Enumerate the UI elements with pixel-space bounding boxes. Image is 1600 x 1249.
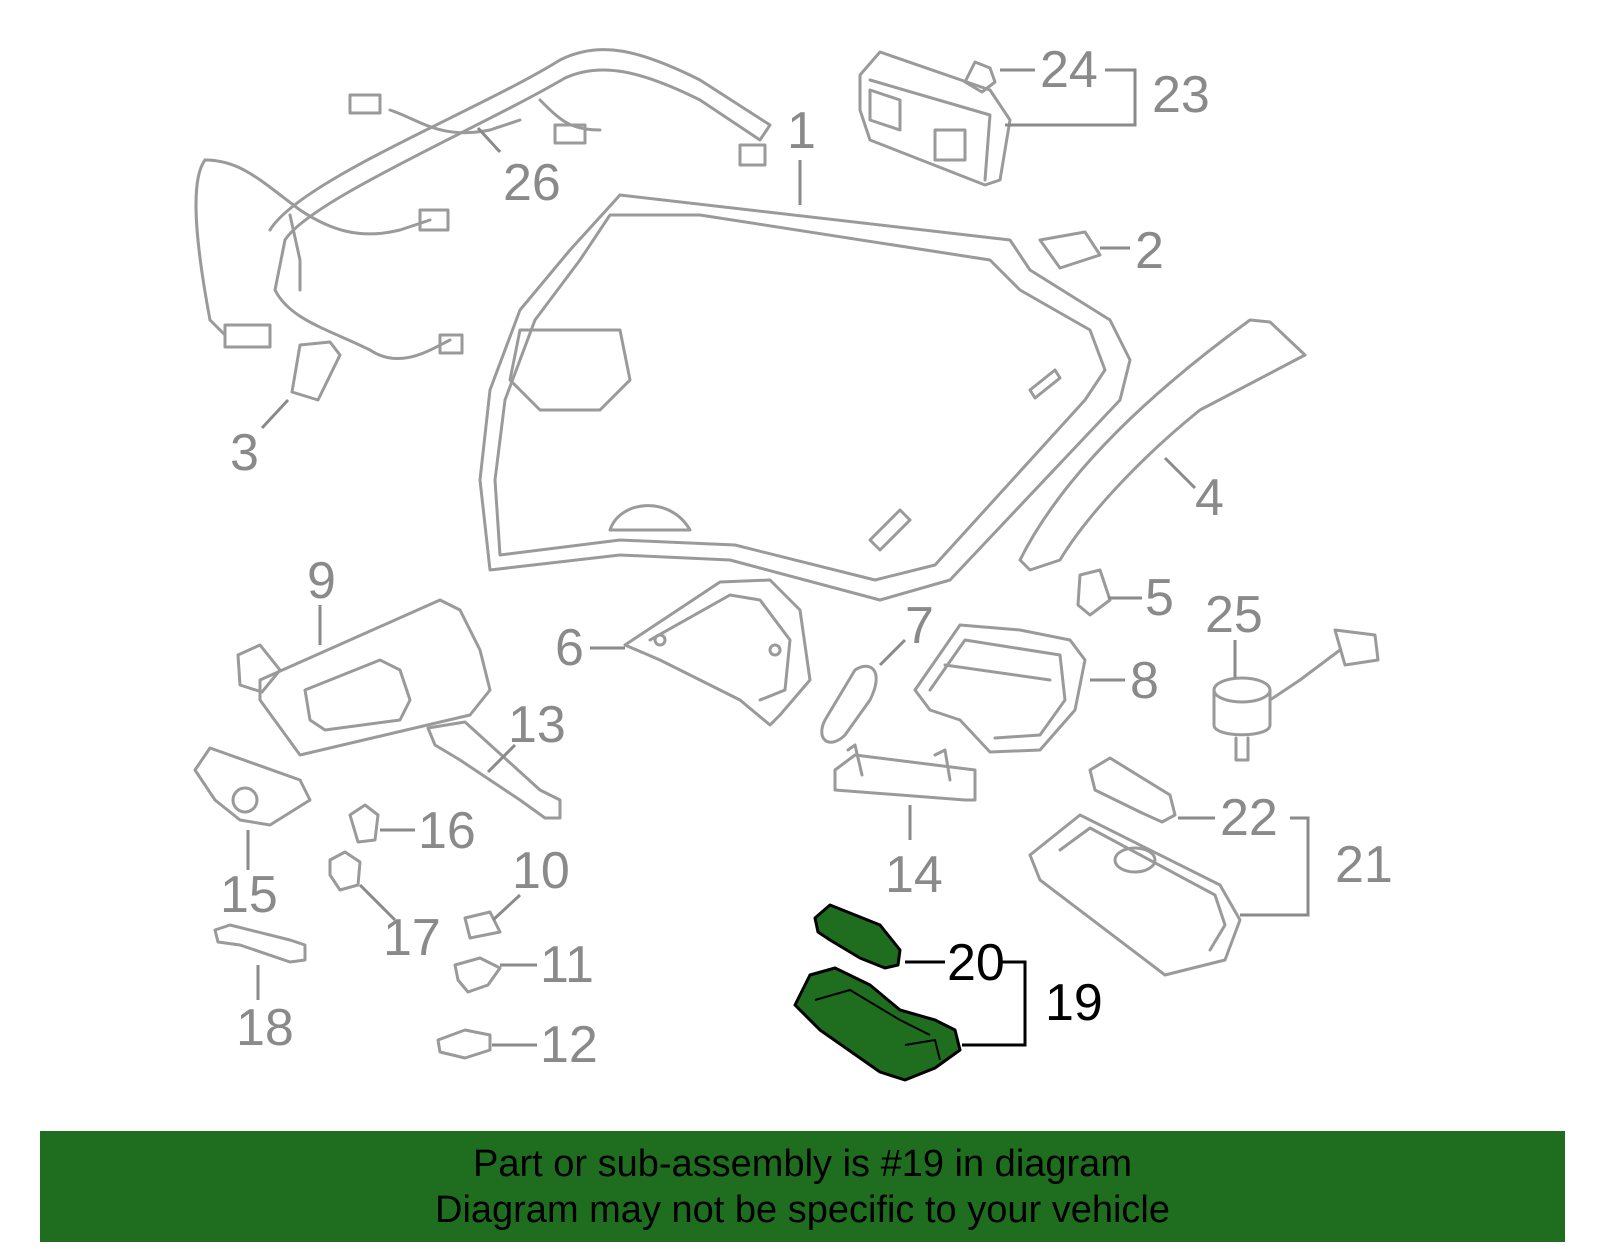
callout-21: 21: [1335, 836, 1393, 894]
callout-26: 26: [503, 154, 561, 212]
callout-9: 9: [307, 552, 336, 610]
callout-13: 13: [508, 696, 566, 754]
callout-12: 12: [540, 1016, 598, 1074]
part-1-headliner: [478, 193, 1132, 602]
part-14-bracket: [833, 743, 977, 802]
part-15: [193, 746, 312, 827]
callout-3: 3: [230, 424, 259, 482]
part-7-seal: [820, 664, 878, 744]
banner-line-2: Diagram may not be specific to your vehi…: [435, 1188, 1170, 1231]
callout-15: 15: [220, 866, 278, 924]
part-26-wiring-harness: [194, 48, 772, 361]
callout-8: 8: [1130, 652, 1159, 710]
callout-5: 5: [1145, 569, 1174, 627]
part-25-sensor: [1212, 628, 1380, 762]
callout-6: 6: [555, 619, 584, 677]
callout-1: 1: [787, 102, 816, 160]
part-3: [290, 340, 342, 402]
callout-19: 19: [1045, 974, 1103, 1032]
callout-2: 2: [1135, 222, 1164, 280]
part-11: [453, 956, 502, 994]
part-8-console: [913, 623, 1087, 754]
leader-lines: [246, 68, 1310, 1047]
part-9-sun-visor: [236, 598, 492, 757]
part-5: [1076, 568, 1112, 617]
callout-11: 11: [540, 936, 594, 994]
part-23-switch-module: [858, 50, 1012, 187]
part-21-dome-light: [1028, 813, 1242, 977]
callout-25: 25: [1205, 586, 1263, 644]
part-20-bulb: [813, 903, 902, 970]
callout-24: 24: [1040, 41, 1098, 99]
callout-14: 14: [885, 846, 943, 904]
part-19-lamp-assembly: [793, 966, 962, 1082]
callout-16: 16: [418, 802, 476, 860]
part-2: [1038, 230, 1102, 270]
callout-23: 23: [1152, 66, 1210, 124]
callout-18: 18: [236, 999, 294, 1057]
part-12: [436, 1028, 492, 1060]
part-16: [348, 803, 380, 844]
callout-7: 7: [905, 597, 934, 655]
parts-diagram: 1 2 3 4 5 6 7 8 9 10 11 12 13 14 15 16 1…: [193, 41, 1393, 1082]
info-banner: Part or sub-assembly is #19 in diagram D…: [40, 1131, 1565, 1242]
part-6-bracket: [623, 578, 812, 727]
banner-line-1: Part or sub-assembly is #19 in diagram: [473, 1142, 1132, 1185]
part-22-bulb: [1088, 756, 1177, 824]
callout-17: 17: [383, 909, 441, 967]
part-4-pillar-trim: [1018, 318, 1307, 572]
callout-20: 20: [947, 934, 1005, 992]
part-18: [213, 923, 307, 964]
callout-4: 4: [1195, 469, 1224, 527]
callout-10: 10: [512, 842, 570, 900]
part-10: [463, 910, 502, 940]
callout-labels: 1 2 3 4 5 6 7 8 9 10 11 12 13 14 15 16 1…: [220, 41, 1393, 1074]
part-24-screw: [963, 60, 997, 94]
callout-22: 22: [1220, 789, 1278, 847]
part-17: [328, 850, 362, 892]
